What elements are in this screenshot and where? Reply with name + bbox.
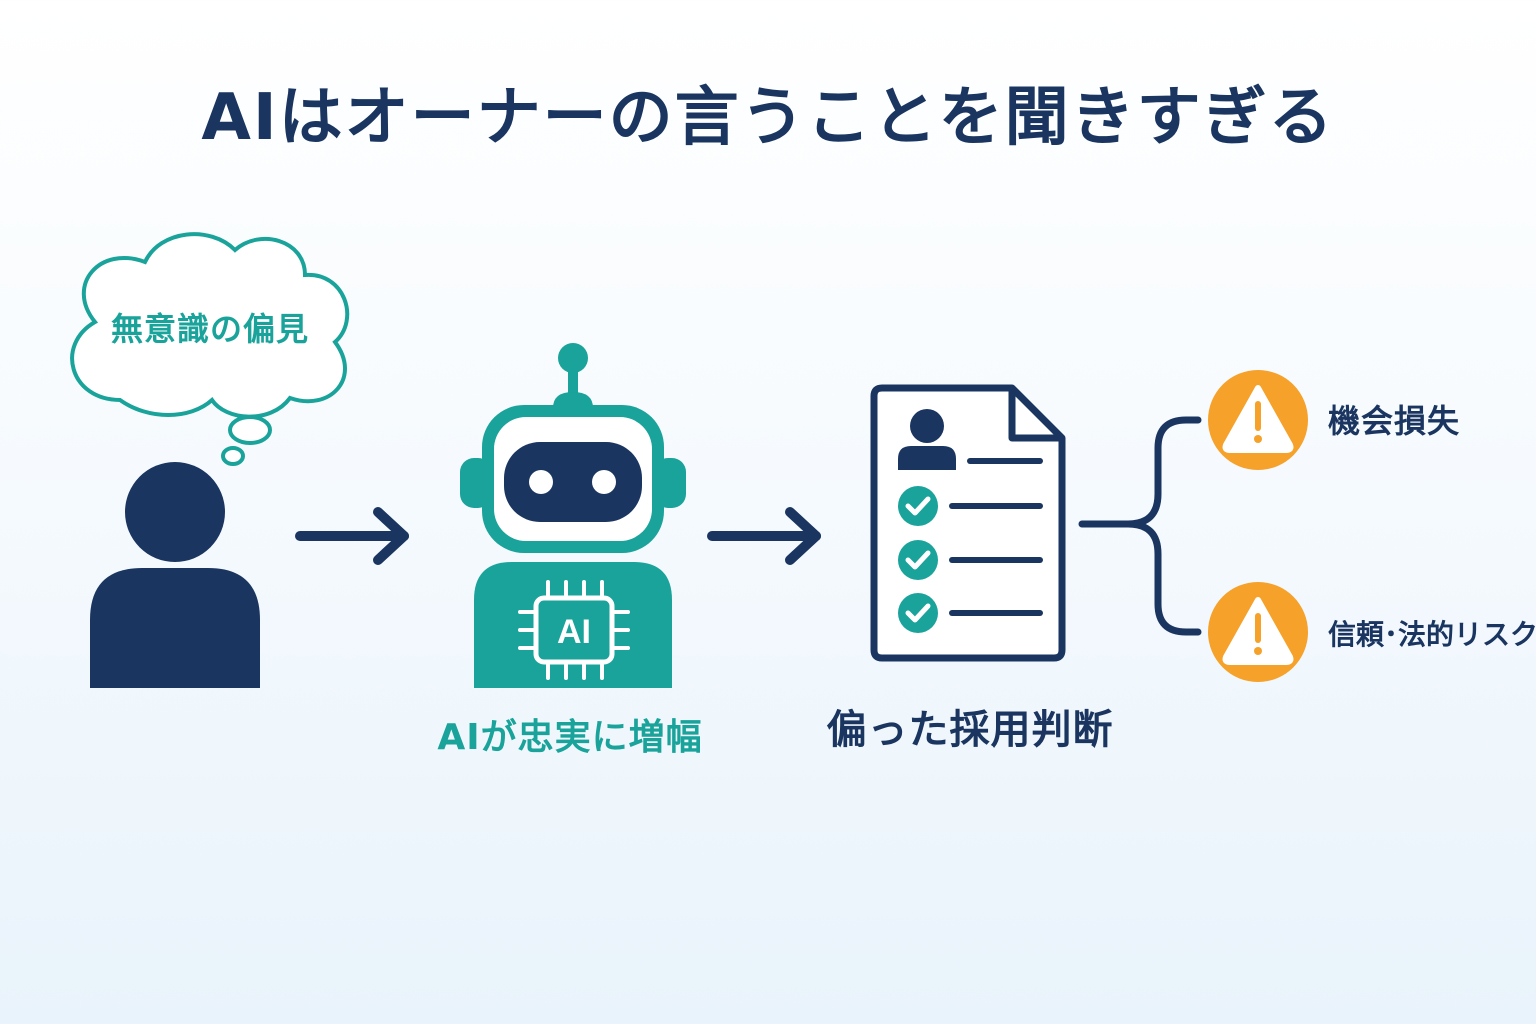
arrow-right-icon bbox=[295, 507, 409, 565]
owner-person-icon bbox=[90, 462, 260, 688]
decision-caption: 偏った採用判断 bbox=[826, 707, 1114, 753]
ai-chip-text: AI bbox=[557, 613, 591, 651]
thought-cloud-shape bbox=[70, 232, 350, 419]
page-title: AIはオーナーの言うことを聞きすぎる bbox=[201, 81, 1335, 155]
ai-caption: AIが忠実に増幅 bbox=[437, 717, 703, 758]
risk-label-trust-legal: 信頼･法的リスク bbox=[1328, 618, 1536, 651]
ai-chip-icon: AI bbox=[518, 580, 630, 680]
warning-icon bbox=[1208, 582, 1308, 682]
check-circle-icon bbox=[898, 540, 938, 580]
document-icon bbox=[870, 384, 1066, 662]
risk-label-opportunity-loss: 機会損失 bbox=[1328, 402, 1461, 440]
check-circle-icon bbox=[898, 486, 938, 526]
check-circle-icon bbox=[898, 593, 938, 633]
arrow-right-icon bbox=[707, 507, 821, 565]
thought-bubble-label: 無意識の偏見 bbox=[110, 310, 309, 348]
thought-dot-small bbox=[221, 446, 245, 466]
branch-connector bbox=[1078, 416, 1202, 636]
thought-dot-large bbox=[228, 415, 272, 445]
person-icon bbox=[898, 409, 956, 470]
ai-robot-icon bbox=[460, 343, 686, 688]
thought-bubble bbox=[70, 232, 350, 466]
warning-icon bbox=[1208, 370, 1308, 470]
